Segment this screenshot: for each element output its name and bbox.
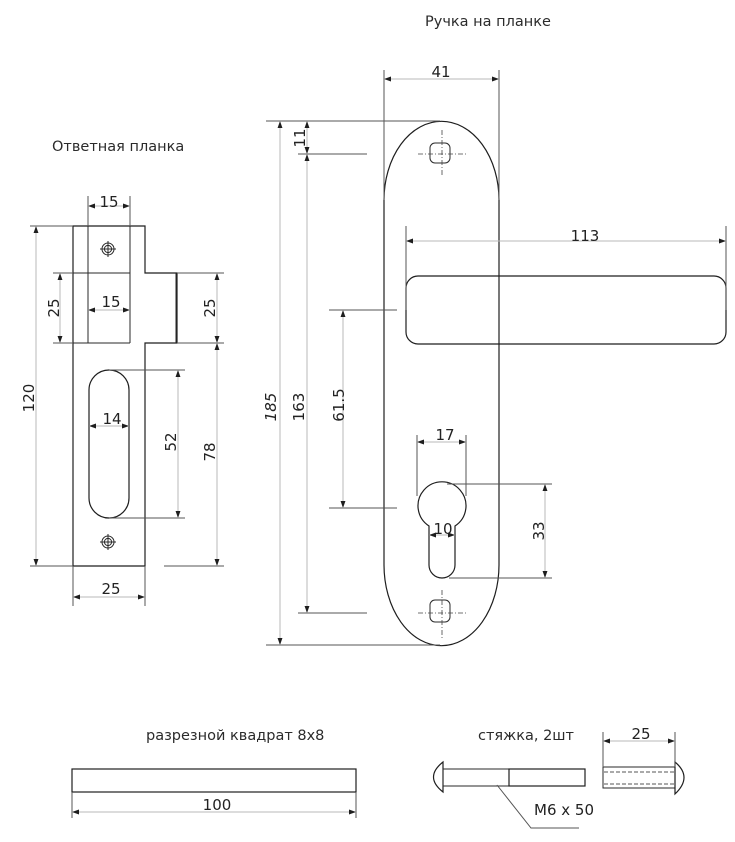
lever-handle	[405, 275, 727, 345]
cylinder-cutout	[417, 481, 467, 579]
spindle-bar	[71, 768, 357, 793]
dim-cylinder-height: 33	[530, 521, 548, 540]
dim-lower-height: 78	[201, 442, 219, 461]
tie-bolt-drawing: М6 х 50 25	[432, 725, 685, 829]
sleeve-body	[602, 766, 676, 789]
screw-hole-icon	[100, 534, 116, 550]
strike-plate-drawing: 15 15 25 25 120 14 52 78 25	[20, 193, 224, 606]
dim-window-width: 15	[101, 293, 120, 311]
bolt-thread	[508, 768, 586, 787]
dim-overall-height: 120	[20, 384, 38, 413]
dim-spindle-length: 100	[203, 796, 232, 814]
square-hole-icon	[418, 130, 467, 177]
latch-slot	[88, 369, 130, 519]
bolt-head	[432, 760, 444, 794]
dim-lever-length: 113	[571, 227, 600, 245]
title-square-spindle: разрезной квадрат 8х8	[146, 728, 324, 744]
dim-top-tab-width: 15	[99, 193, 118, 211]
dim-overall-height: 185	[262, 393, 280, 422]
dim-plate-width: 25	[101, 580, 120, 598]
square-hole-icon	[418, 590, 467, 638]
dim-handle-plate-width: 41	[431, 63, 450, 81]
dim-cylinder-stem-width: 10	[433, 520, 452, 538]
dim-right-step-height: 25	[201, 298, 219, 317]
callout-leader	[496, 784, 579, 829]
dim-slot-width: 14	[102, 410, 121, 428]
title-strike-plate: Ответная планка	[52, 139, 184, 155]
bolt-shank	[442, 768, 510, 787]
dim-slot-length: 52	[162, 432, 180, 451]
bolt-callout: М6 х 50	[534, 801, 594, 819]
dim-cylinder-round-width: 17	[435, 426, 454, 444]
dim-backset: 61.5	[330, 388, 348, 421]
handle-plate-outline	[383, 120, 500, 647]
dim-top-hole-offset: 11	[291, 128, 309, 147]
title-handle-plate: Ручка на планке	[425, 14, 551, 30]
dim-sleeve-length: 25	[631, 725, 650, 743]
dim-hole-spacing: 163	[290, 393, 308, 422]
title-tie-bolt: стяжка, 2шт	[478, 728, 575, 744]
screw-hole-icon	[100, 241, 116, 257]
handle-plate-drawing: 41 11 113 185 163 61.5 17 10 33	[262, 63, 727, 647]
sleeve-head	[674, 760, 685, 796]
square-spindle-drawing: 100	[71, 768, 357, 818]
dim-left-step-height: 25	[45, 298, 63, 317]
